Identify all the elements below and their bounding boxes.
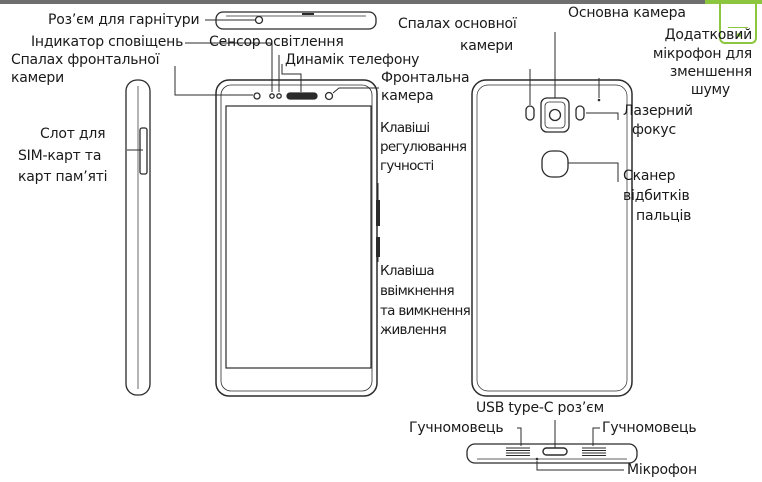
label-speaker-right: Гучномовець <box>602 420 697 436</box>
label-earpiece: Динамік телефону <box>285 52 420 68</box>
headset-jack-icon <box>254 15 264 25</box>
bottom-edge-body <box>466 443 638 464</box>
fingerprint-sensor-icon <box>541 150 569 178</box>
header-accent <box>705 0 762 4</box>
side-body <box>125 79 151 396</box>
leader-speaker-right <box>592 427 600 446</box>
label-extra-mic-3: зменшення <box>669 64 752 80</box>
leader-fingerprint <box>568 162 619 182</box>
label-volume-keys-2: регулювання <box>380 139 467 155</box>
light-sensor-icon <box>276 93 282 99</box>
label-front-camera-2: камера <box>381 88 434 104</box>
phone-back-view <box>471 79 633 397</box>
label-power-key-4: живлення <box>380 322 447 338</box>
phone-front-view <box>215 79 380 397</box>
usb-c-port-icon <box>542 447 568 456</box>
label-power-key-3: та вимкнення <box>380 303 471 319</box>
label-power-key-1: Клавіша <box>380 263 435 279</box>
leader-speaker-left <box>517 427 522 446</box>
laser-focus-icon <box>575 105 585 121</box>
leader-front-flash <box>174 66 253 96</box>
tablet-icon-line <box>728 26 748 28</box>
label-power-key-2: ввімкнення <box>380 283 455 299</box>
label-extra-mic-1: Додатковий <box>664 27 753 43</box>
bottom-mic-icon <box>535 457 539 461</box>
label-front-flash-2: камери <box>11 70 64 86</box>
label-headset-jack: Роз’єм для гарнітури <box>48 12 200 28</box>
right-speaker-grille <box>582 447 606 456</box>
leader-laser-focus <box>586 112 619 120</box>
leader-earpiece <box>281 64 302 92</box>
power-key-icon <box>376 237 380 257</box>
label-notification-indicator: Індикатор сповіщень <box>31 34 184 50</box>
front-bezel <box>220 84 373 392</box>
phone-bottom-edge <box>466 443 638 464</box>
label-fingerprint-2: відбитків <box>623 188 690 204</box>
notification-led-icon <box>269 93 275 99</box>
label-front-camera-1: Фронтальна <box>381 70 470 86</box>
back-body <box>471 79 633 397</box>
front-screen <box>225 105 372 369</box>
left-speaker-grille <box>506 447 530 456</box>
label-extra-mic-2: мікрофон для <box>652 46 752 62</box>
label-fingerprint-1: Сканер <box>623 168 676 184</box>
main-camera-icon <box>548 108 562 122</box>
main-flash-icon <box>525 105 535 121</box>
earpiece-icon <box>286 92 318 100</box>
label-volume-keys-3: гучності <box>380 158 434 174</box>
tablet-icon-dot <box>737 33 741 37</box>
label-fingerprint-3: пальців <box>636 208 692 224</box>
label-main-flash-1: Спалах основної <box>398 16 517 32</box>
label-light-sensor: Сенсор освітлення <box>209 34 344 50</box>
label-volume-keys-1: Клавіші <box>380 120 430 136</box>
label-sim-slot-3: карт пам’яті <box>18 169 108 185</box>
label-sim-slot-2: SIM-карт та <box>18 148 102 164</box>
main-camera-inner <box>544 101 566 129</box>
back-inner <box>476 84 628 392</box>
label-speaker-left: Гучномовець <box>409 420 504 436</box>
label-laser-focus-1: Лазерний <box>623 103 693 119</box>
tablet-icon <box>719 4 757 44</box>
label-laser-focus-2: фокус <box>632 122 676 138</box>
leader-lines <box>127 19 624 471</box>
label-main-camera: Основна камера <box>568 5 686 21</box>
top-mic-icon <box>302 13 314 15</box>
label-extra-mic-4: шуму <box>690 82 730 98</box>
label-microphone: Мікрофон <box>627 462 697 478</box>
label-front-flash-1: Спалах фронтальної <box>11 52 160 68</box>
leader-front-camera <box>332 87 379 94</box>
front-flash-icon <box>253 92 261 100</box>
noise-mic-icon <box>597 98 601 102</box>
front-camera-icon <box>324 91 334 101</box>
label-usb-port: USB type-C роз’єм <box>476 400 604 416</box>
front-body <box>215 79 378 397</box>
sim-slot-icon <box>139 127 148 175</box>
label-sim-slot-1: Слот для <box>40 126 106 142</box>
label-main-flash-2: камери <box>460 38 513 54</box>
volume-keys-icon <box>376 200 380 226</box>
leader-microphone <box>536 461 624 471</box>
header-bar <box>0 0 762 4</box>
phone-side-view <box>125 79 151 396</box>
leader-notification <box>185 42 273 92</box>
